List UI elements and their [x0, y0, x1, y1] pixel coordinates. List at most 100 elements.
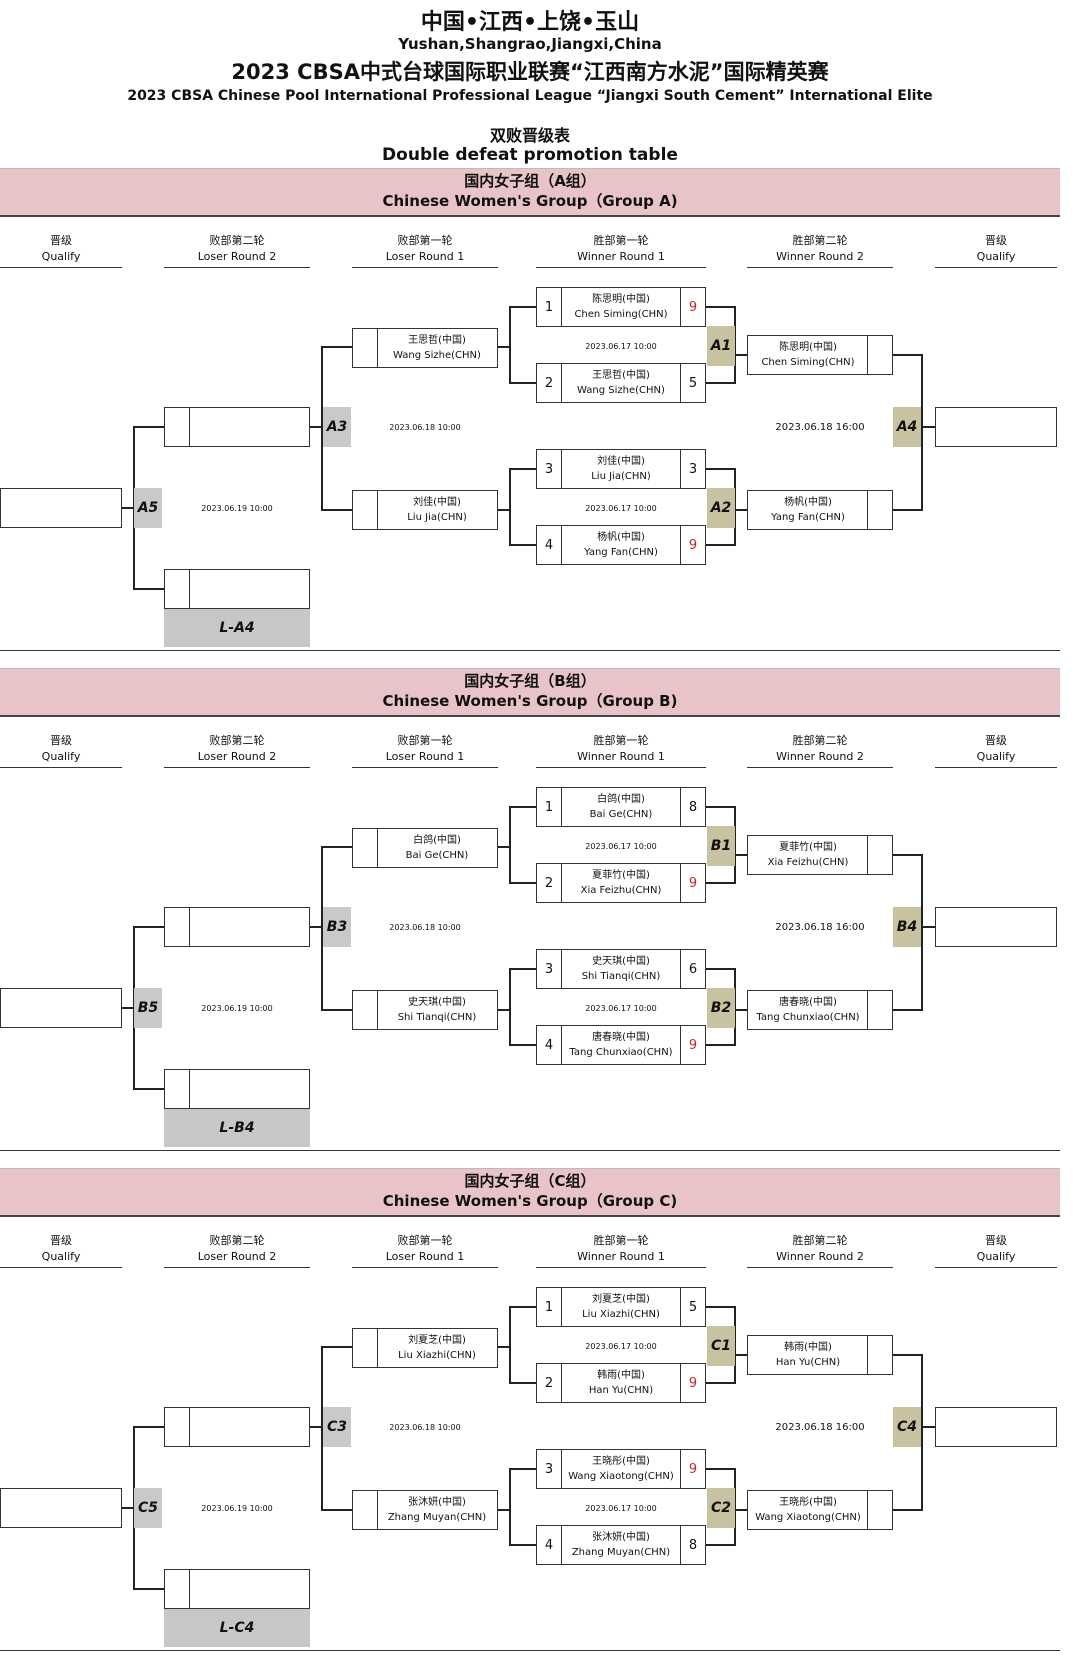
qualify-slot: [0, 488, 122, 528]
event-title-en: 2023 CBSA Chinese Pool International Pro…: [127, 88, 933, 104]
seed-cell: [353, 491, 378, 529]
player-name: 唐春晓(中国) Tang Chunxiao(CHN): [748, 991, 868, 1029]
winner-round1-slot: 4 张沐妍(中国) Zhang Muyan(CHN) 8: [536, 1525, 706, 1565]
column-header-en: Qualify: [976, 1250, 1016, 1263]
bracket-line: [706, 544, 735, 546]
winner-round1-slot: 3 史天琪(中国) Shi Tianqi(CHN) 6: [536, 949, 706, 989]
seed-number: 4: [537, 1526, 562, 1564]
column-header-qualify: 晋级 Qualify: [0, 1233, 122, 1268]
bracket-line: [734, 806, 736, 884]
group-title-cn: 国内女子组（B组）: [464, 672, 596, 690]
column-header-en: Loser Round 2: [197, 250, 277, 263]
player-name: 白鸽(中国) Bai Ge(CHN): [561, 788, 681, 826]
match-datetime: 2023.06.18 16:00: [775, 922, 865, 933]
column-header-lr2: 败部第二轮 Loser Round 2: [164, 733, 310, 768]
seed-cell: [165, 1408, 190, 1446]
winner-round2-slot: 韩雨(中国) Han Yu(CHN): [747, 1335, 893, 1375]
bracket-line: [893, 509, 922, 511]
bracket-line: [734, 509, 747, 511]
bracket-line: [310, 1426, 322, 1428]
bracket-line: [706, 882, 735, 884]
seed-cell: [165, 570, 190, 608]
score-cell: [867, 336, 892, 374]
player-name-cn: 夏菲竹(中国): [592, 870, 650, 881]
match-tag-m4: C4: [893, 1407, 921, 1447]
column-header-en: Qualify: [976, 750, 1016, 763]
player-name-cn: 唐春晓(中国): [779, 997, 837, 1008]
match-datetime: 2023.06.18 10:00: [389, 923, 461, 932]
match-score: 8: [680, 788, 705, 826]
score-cell: [867, 991, 892, 1029]
column-header-qualify: 晋级 Qualify: [935, 233, 1057, 268]
match-score: 9: [680, 288, 705, 326]
winner-round1-slot: 2 王思哲(中国) Wang Sizhe(CHN) 5: [536, 363, 706, 403]
player-name-en: Han Yu(CHN): [775, 1357, 841, 1368]
winner-round1-slot: 3 王晓彤(中国) Wang Xiaotong(CHN) 9: [536, 1449, 706, 1489]
seed-number: 1: [537, 1288, 562, 1326]
player-name-en: Wang Xiaotong(CHN): [568, 1471, 674, 1482]
loser-round1-slot: 王思哲(中国) Wang Sizhe(CHN): [352, 328, 498, 368]
match-score: 9: [680, 1450, 705, 1488]
qualify-slot: [0, 1488, 122, 1528]
seed-number: 1: [537, 288, 562, 326]
match-tag-m1: A1: [707, 326, 735, 366]
player-name: 杨帆(中国) Yang Fan(CHN): [561, 526, 681, 564]
winner-round2-slot: 王晓彤(中国) Wang Xiaotong(CHN): [747, 1490, 893, 1530]
player-name-cn: 刘夏芝(中国): [592, 1294, 650, 1305]
player-name-cn: 杨帆(中国): [784, 497, 832, 508]
bracket-line: [322, 1009, 352, 1011]
player-name: 刘佳(中国) Liu Jia(CHN): [561, 450, 681, 488]
player-name-cn: 唐春晓(中国): [592, 1032, 650, 1043]
column-header-en: Winner Round 2: [776, 1250, 864, 1263]
bracket-line: [706, 1544, 735, 1546]
winner-round1-slot: 4 杨帆(中国) Yang Fan(CHN) 9: [536, 525, 706, 565]
player-name: 王晓彤(中国) Wang Xiaotong(CHN): [561, 1450, 681, 1488]
column-header-cn: 晋级: [50, 734, 72, 747]
player-name-en: Liu Jia(CHN): [407, 512, 467, 523]
player-name-cn: 刘夏芝(中国): [408, 1335, 466, 1346]
player-name-en: Shi Tianqi(CHN): [397, 1012, 477, 1023]
player-name-en: Zhang Muyan(CHN): [387, 1512, 487, 1523]
player-name-cn: 王晓彤(中国): [592, 1456, 650, 1467]
bracket-line: [921, 854, 923, 1011]
player-name-en: Xia Feizhu(CHN): [767, 857, 849, 868]
loser-round2-slot: [164, 407, 310, 447]
match-score: 3: [680, 450, 705, 488]
winner-round1-slot: 1 陈思明(中国) Chen Siming(CHN) 9: [536, 287, 706, 327]
bracket-line: [706, 306, 735, 308]
bracket-line: [509, 1468, 536, 1470]
bracket-line: [509, 882, 536, 884]
column-header-wr1: 胜部第一轮 Winner Round 1: [536, 233, 706, 268]
column-header-cn: 胜部第二轮: [792, 1234, 848, 1247]
column-header-en: Loser Round 2: [197, 1250, 277, 1263]
match-score: 9: [680, 1364, 705, 1402]
match-tag-m3: C3: [323, 1407, 351, 1447]
seed-cell: [165, 1570, 190, 1608]
bracket-line: [322, 509, 352, 511]
column-header-en: Winner Round 2: [776, 250, 864, 263]
seed-cell: [165, 1070, 190, 1108]
bracket-line: [509, 306, 511, 384]
loser-feed-label: L-C4: [164, 1609, 310, 1647]
player-name-en: Chen Siming(CHN): [761, 357, 855, 368]
match-datetime: 2023.06.18 10:00: [389, 423, 461, 432]
bracket-line: [893, 1354, 922, 1356]
player-name: 史天琪(中国) Shi Tianqi(CHN): [561, 950, 681, 988]
column-header-en: Loser Round 1: [385, 1250, 465, 1263]
bracket-line: [509, 806, 511, 884]
match-tag-m5: A5: [134, 488, 162, 528]
player-name-en: Liu Xiazhi(CHN): [398, 1350, 476, 1361]
winner-round1-slot: 3 刘佳(中国) Liu Jia(CHN) 3: [536, 449, 706, 489]
bracket-line: [734, 1354, 747, 1356]
player-name: 史天琪(中国) Shi Tianqi(CHN): [377, 991, 497, 1029]
bracket-line: [509, 468, 511, 546]
winner-round2-slot: 唐春晓(中国) Tang Chunxiao(CHN): [747, 990, 893, 1030]
seed-number: 4: [537, 526, 562, 564]
bracket-line: [893, 854, 922, 856]
bracket-line: [322, 346, 352, 348]
column-header-cn: 败部第一轮: [397, 234, 453, 247]
seed-number: 1: [537, 788, 562, 826]
bracket-line: [734, 468, 736, 546]
match-datetime: 2023.06.19 10:00: [201, 1004, 273, 1013]
seed-cell: [353, 1329, 378, 1367]
